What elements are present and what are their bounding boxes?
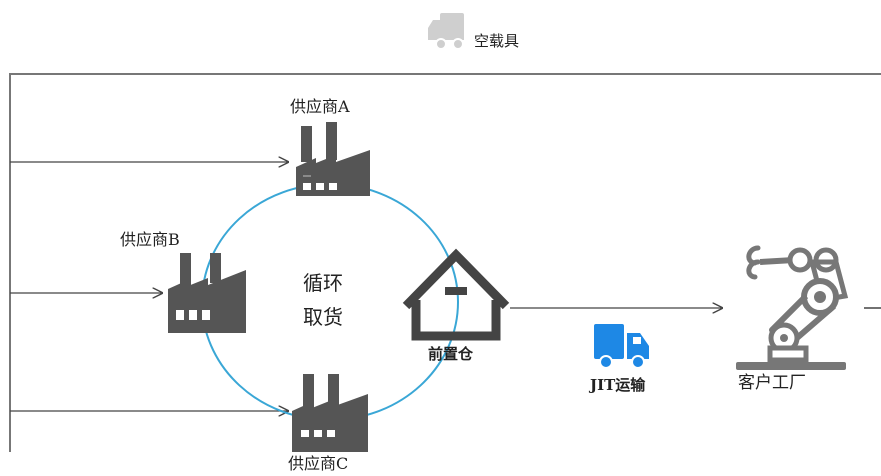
supplier-c-label: 供应商C — [288, 454, 349, 473]
jit-transport-label: JIT运输 — [590, 376, 646, 394]
empty-carrier-return-line — [9, 73, 881, 452]
front-warehouse-label: 前置仓 — [428, 345, 474, 363]
customer-robot-arm-icon — [736, 245, 849, 370]
milk-run-label-line2: 取货 — [303, 305, 343, 329]
jit-truck-icon — [594, 324, 649, 369]
empty-carrier-truck-icon — [428, 13, 464, 50]
supplier-b-label: 供应商B — [120, 230, 180, 249]
supplier-a-label: 供应商A — [290, 97, 350, 116]
supplier-a-factory-icon — [296, 122, 370, 196]
customer-factory-label: 客户工厂 — [738, 373, 806, 393]
front-warehouse-icon — [402, 248, 510, 341]
empty-carrier-label: 空载具 — [474, 32, 520, 50]
milk-run-label-line1: 循环 — [303, 271, 343, 295]
supplier-b-factory-icon — [168, 253, 246, 333]
supplier-c-factory-icon — [292, 374, 368, 452]
